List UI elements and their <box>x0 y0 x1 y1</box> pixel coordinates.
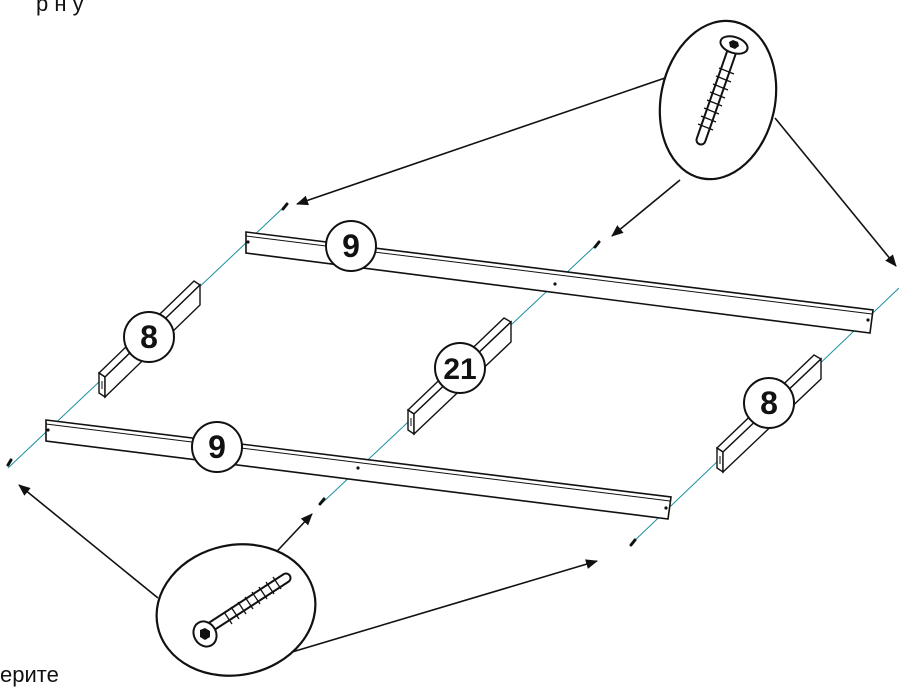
part-label-right-block: 8 <box>743 377 795 429</box>
caption-fragment-top: р н у <box>36 0 84 16</box>
part-label-middle-block: 21 <box>434 342 486 394</box>
part-number: 21 <box>443 353 476 386</box>
part-number: 9 <box>208 429 226 465</box>
part-label-top-rail: 9 <box>325 220 377 272</box>
part-number: 8 <box>140 319 158 355</box>
bottom-screw-callout <box>155 543 317 677</box>
top-screw-callout <box>658 19 778 181</box>
part-number: 8 <box>760 385 778 421</box>
caption-fragment-bottom: ерите <box>0 662 59 687</box>
part-label-bottom-rail: 9 <box>191 421 243 473</box>
screw-marks <box>6 202 637 547</box>
part-label-left-block: 8 <box>123 311 175 363</box>
screw-icon <box>192 572 292 648</box>
guide-dots <box>356 282 557 470</box>
arrows <box>18 77 897 656</box>
part-number: 9 <box>342 228 360 264</box>
screw-icon <box>695 35 749 146</box>
